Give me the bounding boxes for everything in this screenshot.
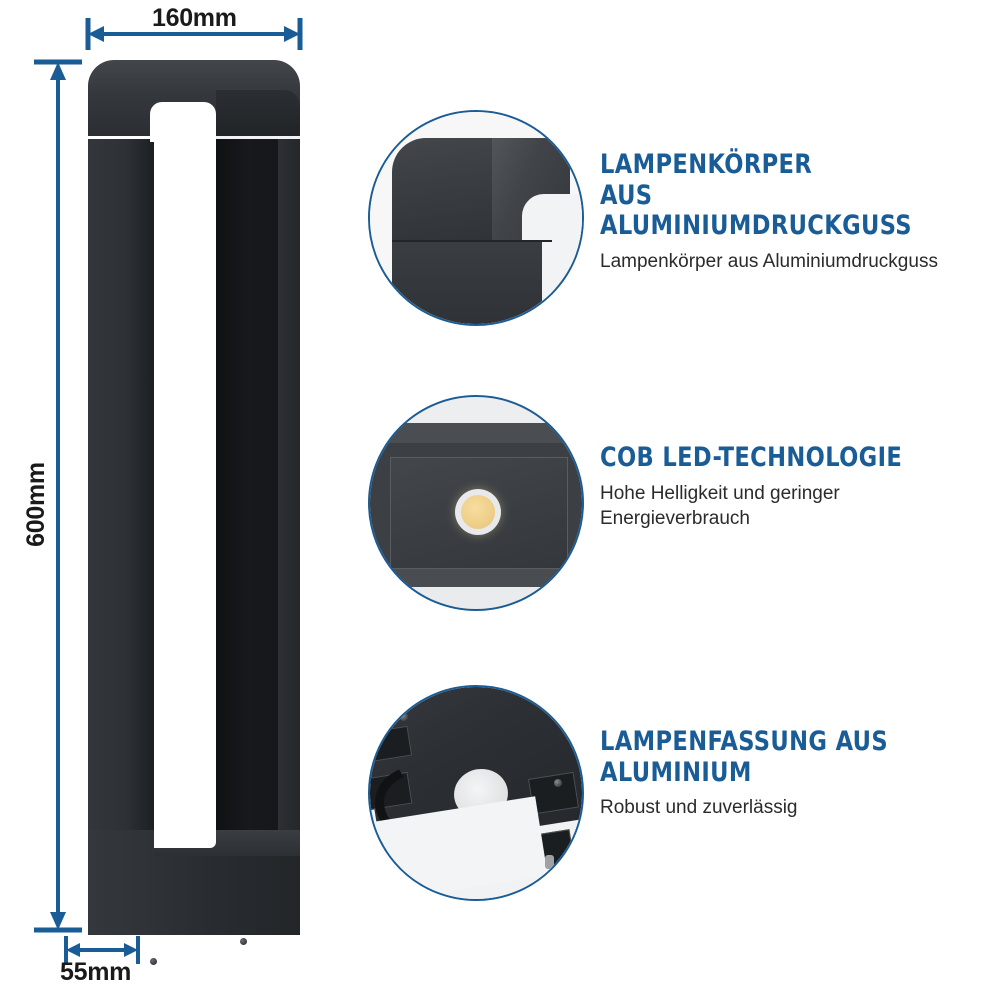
lamp-head-opening [150,102,216,142]
holder-pin [545,855,554,869]
base-screw-icon [240,938,247,945]
feature-description: Lampenkörper aus Aluminiumdruckguss [600,250,938,272]
feature-description: Hohe Helligkeit und geringer Energieverb… [600,482,840,530]
feature-title: LAMPENKÖRPER AUS ALUMINIUMDRUCKGUSS [600,149,912,241]
width-dimension-graphic [85,18,303,50]
depth-dimension-label: 55mm [60,958,132,986]
product-image-bollard-lamp [88,60,300,965]
holder-screw-icon [400,713,408,721]
led-top-bezel [370,423,582,443]
feature-image-lamp-holder [368,685,584,901]
led-top-highlight [370,397,582,423]
holder-screw-icon [554,779,562,787]
feature-image-cob-led [368,395,584,611]
base-screw-icon [150,958,157,965]
led-bottom-bezel [370,569,582,587]
cob-led-chip-phosphor [461,495,495,529]
feature-description: Robust und zuverlässig [600,797,798,818]
housing-lower-face [392,242,542,324]
housing-seam-line [392,240,552,242]
feature-image-lamp-housing [368,110,584,326]
feature-title: LAMPENFASSUNG AUS ALUMINIUM [600,726,889,788]
depth-dimension-graphic [64,936,140,964]
lamp-base-notch [154,830,216,848]
height-dimension-graphic [34,59,82,933]
feature-text-block: LAMPENKÖRPER AUS ALUMINIUMDRUCKGUSS Lamp… [600,149,1000,274]
led-bottom-highlight [370,587,582,609]
height-dimension-label: 600mm [21,462,50,547]
feature-title: COB LED-TECHNOLOGIE [600,442,903,473]
width-dimension-label: 160mm [152,4,237,32]
product-dimension-panel: 160mm 600mm 55mm [0,0,360,1000]
lamp-head-seam-right [216,136,300,139]
lamp-post-left [88,138,154,848]
lamp-post-right-facet [278,138,300,848]
feature-text-block: LAMPENFASSUNG AUS ALUMINIUM Robust und z… [600,726,1000,821]
lamp-head-seam [88,136,300,139]
feature-text-block: COB LED-TECHNOLOGIE Hohe Helligkeit und … [600,442,1000,532]
lamp-head-right-face [216,90,300,138]
